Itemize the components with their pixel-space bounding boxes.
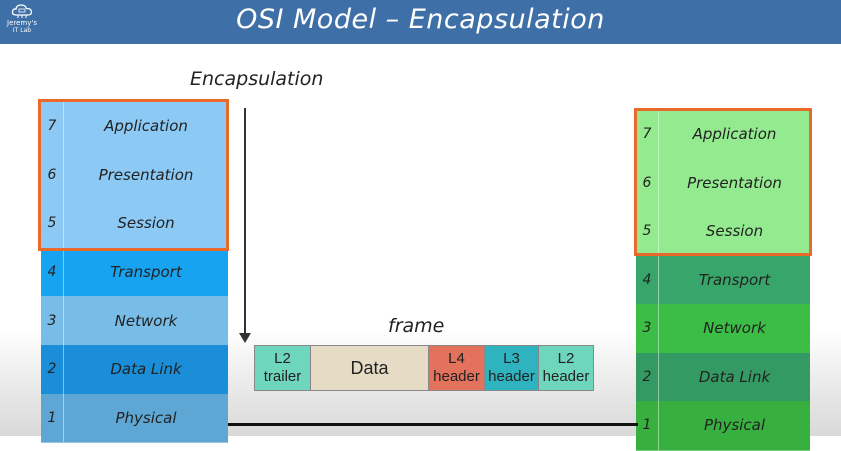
layer-name: Session (117, 214, 175, 233)
segment-line1: L2 (557, 350, 575, 367)
segment-line2: header (488, 368, 535, 385)
layer-number: 4 (636, 255, 659, 304)
layer-number: 6 (41, 150, 64, 200)
layer-data-link: 2 Data Link (636, 352, 810, 402)
right-upper-layers-highlight (634, 108, 812, 256)
page-title: OSI Model – Encapsulation (236, 4, 605, 35)
segment-line1: Data (350, 358, 389, 378)
physical-link-line (228, 423, 638, 426)
layer-number: 6 (636, 158, 659, 207)
layer-name: Physical (115, 408, 177, 427)
frame-label: frame (388, 315, 445, 337)
segment-line1: L2 (274, 350, 291, 367)
encapsulation-arrow-head (239, 333, 251, 343)
layer-name: Transport (110, 263, 182, 282)
segment-line1: L3 (503, 350, 520, 367)
left-upper-layers-highlight (38, 99, 229, 251)
encapsulation-label: Encapsulation (190, 68, 324, 90)
layer-network: 3 Network (41, 296, 228, 346)
layer-name: Session (705, 222, 764, 241)
logo: Jeremy's IT Lab (4, 3, 40, 41)
layer-application: 7 Application (41, 102, 228, 152)
layer-session: 5 Session (41, 199, 228, 249)
layer-data-link: 2 Data Link (41, 345, 228, 395)
layer-transport: 4 Transport (41, 247, 228, 298)
logo-line2: IT Lab (12, 27, 32, 34)
layer-name: Network (703, 319, 766, 338)
layer-number: 3 (41, 296, 64, 345)
layer-name: Network (114, 311, 178, 330)
layer-number: 7 (636, 110, 659, 159)
layer-number: 5 (41, 199, 64, 248)
layer-number: 3 (636, 304, 659, 353)
layer-number: 5 (636, 207, 659, 256)
layer-presentation: 6 Presentation (41, 150, 228, 201)
encapsulation-arrow (244, 108, 246, 338)
segment-line1: L4 (448, 350, 465, 367)
layer-name: Physical (703, 416, 766, 435)
segment-line2: header (433, 368, 480, 385)
layer-presentation: 6 Presentation (636, 158, 810, 208)
layer-number: 2 (41, 345, 64, 394)
layer-number: 4 (41, 247, 64, 297)
title-bar: Jeremy's IT Lab OSI Model – Encapsulatio… (0, 0, 841, 44)
segment-line2: trailer (263, 368, 302, 385)
layer-number: 1 (636, 401, 659, 450)
layer-number: 7 (41, 102, 64, 151)
layer-name: Transport (698, 270, 771, 289)
layer-physical: 1 Physical (636, 401, 810, 451)
layer-name: Presentation (687, 173, 782, 192)
layer-name: Presentation (98, 165, 194, 184)
layer-name: Application (104, 117, 188, 136)
segment-line2: header (542, 368, 590, 385)
layer-application: 7 Application (636, 110, 810, 160)
layer-network: 3 Network (636, 304, 810, 354)
cloud-network-icon (11, 4, 33, 18)
frame-segment: Data (311, 346, 429, 390)
layer-physical: 1 Physical (41, 393, 228, 444)
logo-line1: Jeremy's (7, 19, 37, 27)
layer-name: Application (692, 125, 777, 144)
layer-number: 2 (636, 352, 659, 401)
layer-name: Data Link (698, 367, 771, 386)
layer-number: 1 (41, 393, 64, 443)
layer-transport: 4 Transport (636, 255, 810, 305)
layer-name: Data Link (110, 360, 182, 379)
